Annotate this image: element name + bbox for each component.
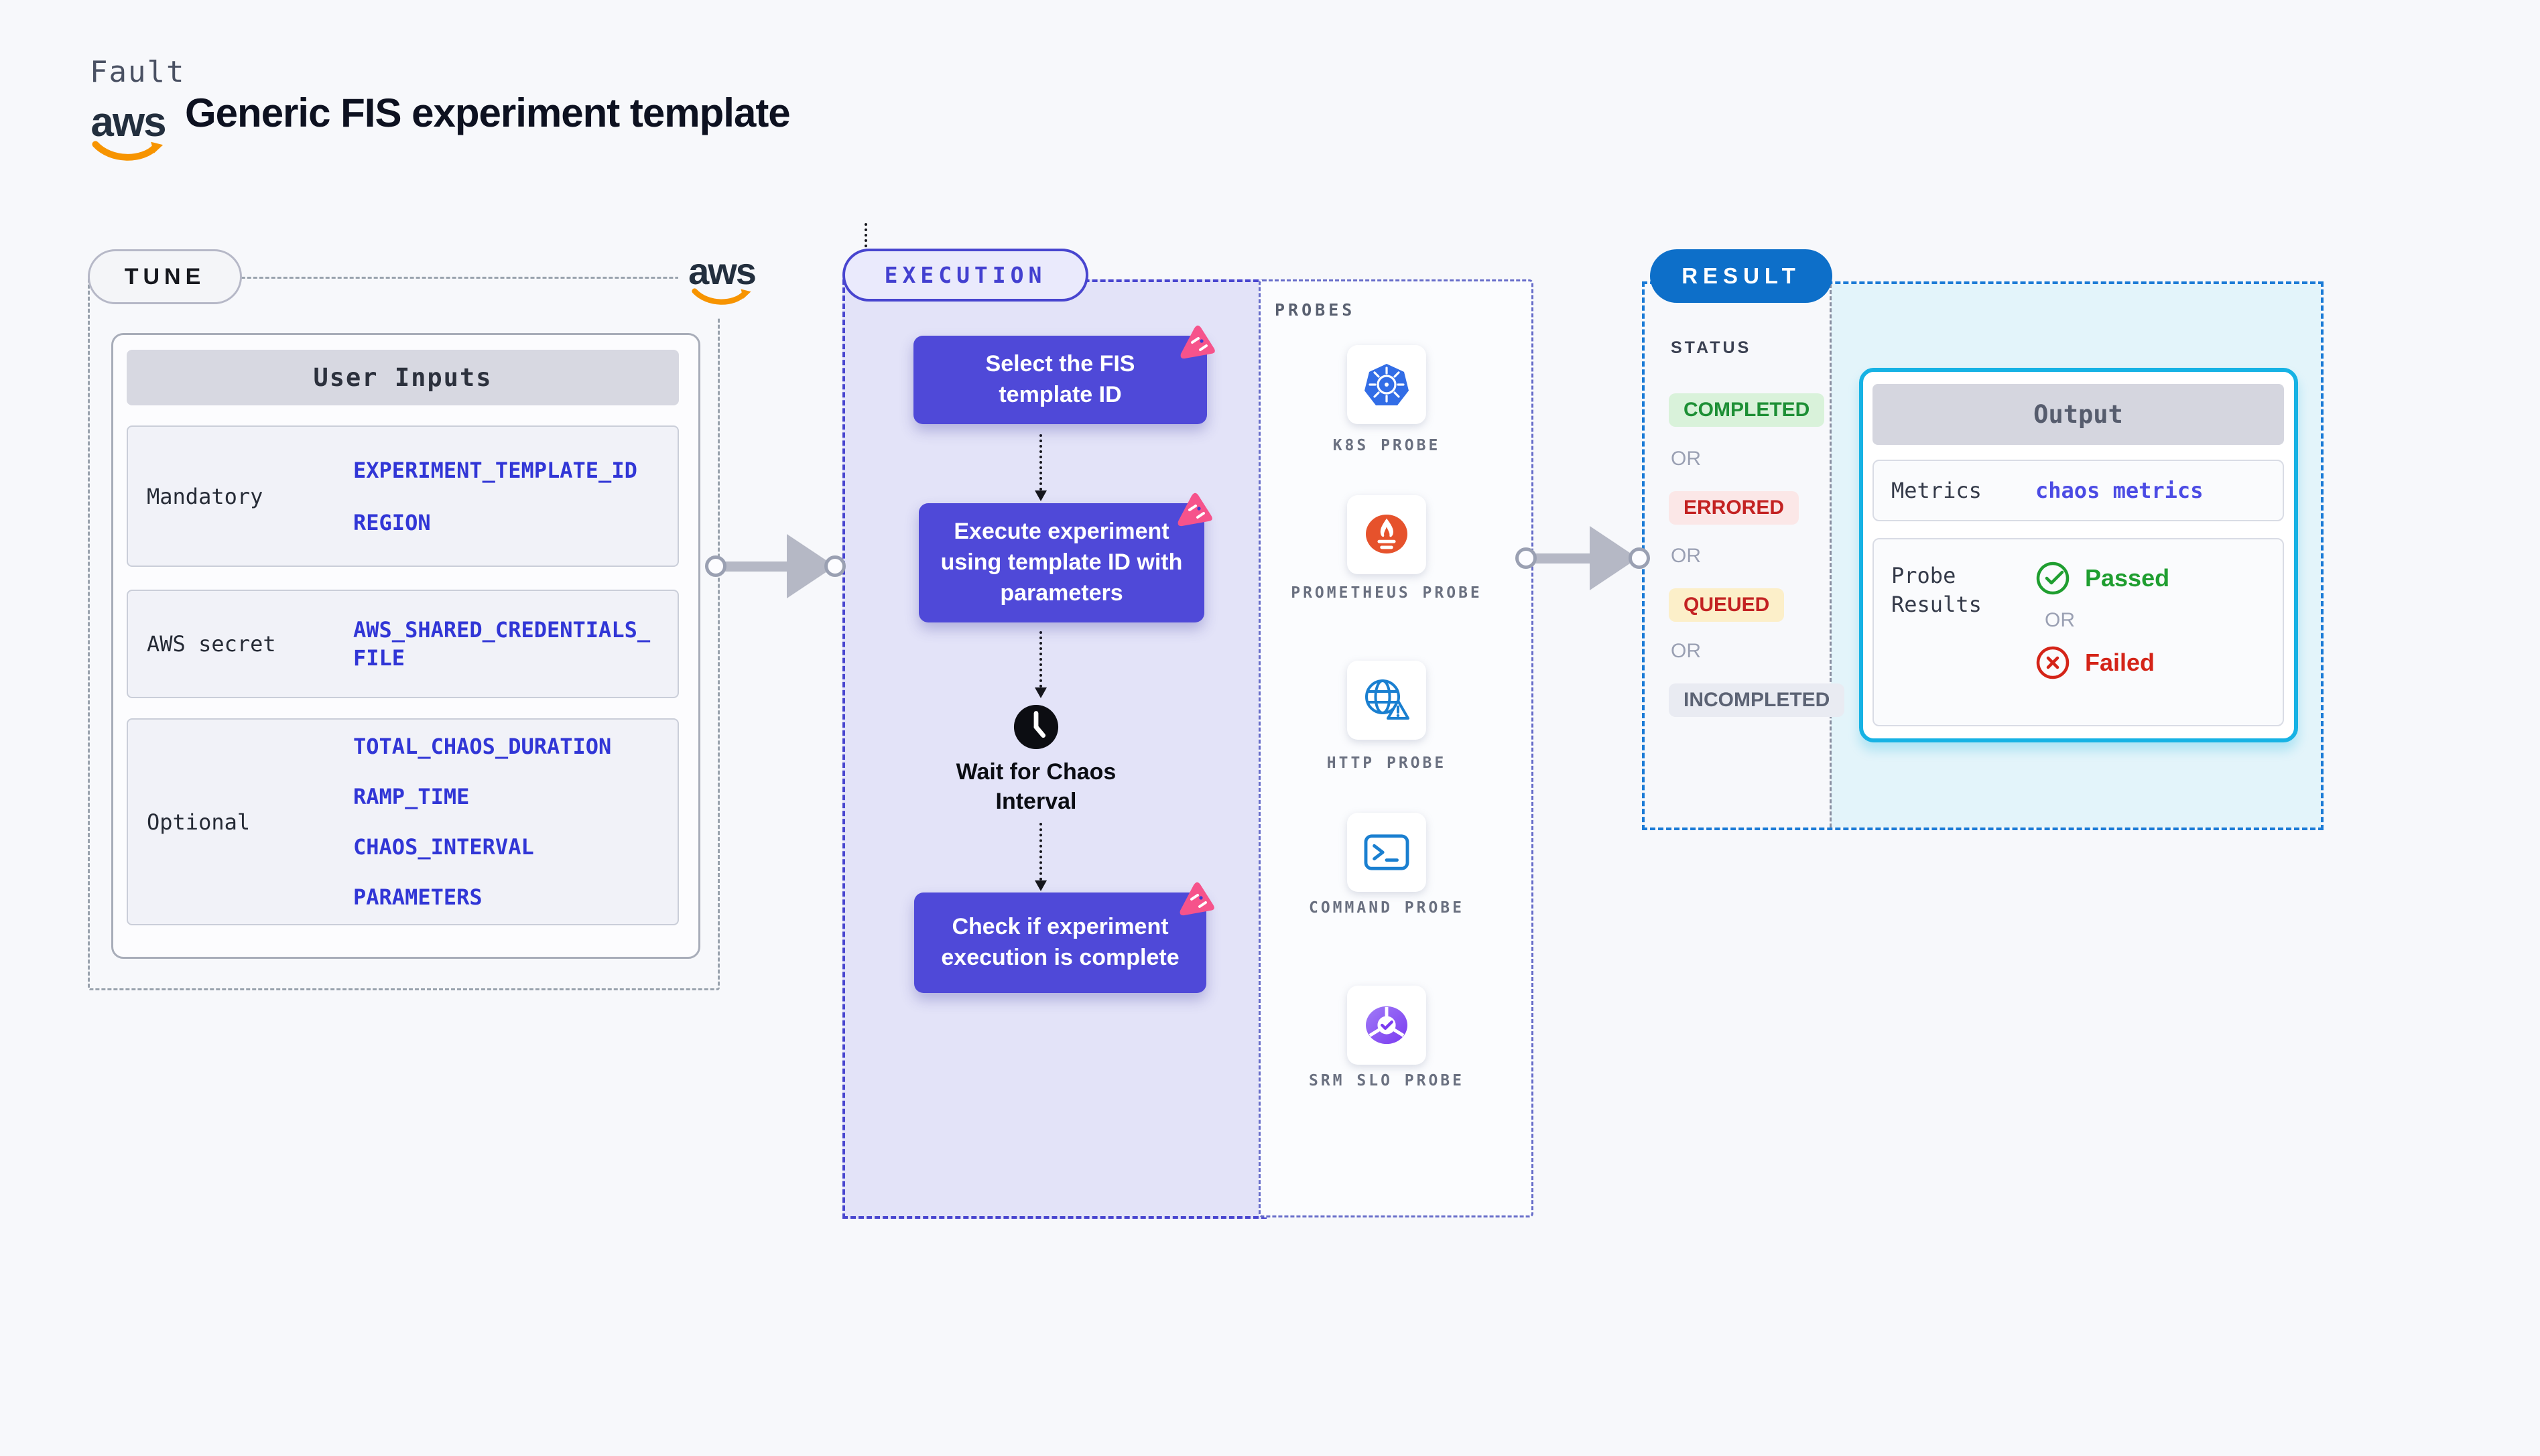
srm-slo-icon	[1366, 1006, 1407, 1045]
probes-title: PROBES	[1275, 300, 1356, 320]
input-variable: CHAOS_INTERVAL	[353, 834, 534, 860]
result-badge: RESULT	[1650, 249, 1832, 303]
metrics-label: Metrics	[1891, 477, 1982, 503]
user-inputs-row-aws-secret: AWS secret AWS_SHARED_CREDENTIALS_FILE	[127, 590, 679, 698]
or-label: OR	[1671, 545, 1701, 567]
row-label: AWS secret	[147, 631, 276, 657]
probe-card-k8s	[1347, 345, 1426, 424]
chaos-fault-icon	[1180, 882, 1214, 916]
command-icon	[1364, 834, 1409, 870]
aws-logo-tune: aws	[678, 243, 765, 318]
page-title: Generic FIS experiment template	[185, 90, 791, 135]
input-variable: REGION	[353, 509, 431, 535]
wait-step-label: Wait for Chaos Interval	[956, 759, 1117, 815]
passed-label: Passed	[2085, 564, 2170, 592]
flow-connector	[1035, 823, 1047, 891]
prometheus-icon	[1366, 514, 1407, 554]
aws-logo: aws	[88, 102, 168, 165]
aws-logo-text: aws	[688, 249, 757, 292]
row-label: Optional	[147, 809, 251, 835]
step-label: Select the FIS template ID	[985, 351, 1135, 407]
flow-connector	[1035, 631, 1047, 698]
probe-label: COMMAND PROBE	[1308, 899, 1464, 917]
http-icon	[1365, 679, 1409, 720]
flow-connector	[1035, 434, 1047, 501]
or-label: OR	[1671, 448, 1701, 470]
status-badge-completed: COMPLETED	[1669, 393, 1825, 427]
probe-label: PROMETHEUS PROBE	[1291, 584, 1482, 602]
row-label: Mandatory	[147, 483, 263, 509]
result-divider	[1830, 284, 1832, 828]
status-title: STATUS	[1671, 338, 1752, 357]
metrics-value: chaos metrics	[2035, 478, 2204, 503]
probe-card-srm-slo	[1347, 986, 1426, 1065]
user-inputs-row-optional: Optional TOTAL_CHAOS_DURATION RAMP_TIME …	[127, 718, 679, 925]
probe-card-http	[1347, 661, 1426, 740]
status-badge-errored: ERRORED	[1669, 491, 1799, 525]
brand-label: Fault	[90, 55, 186, 89]
probe-label: K8S PROBE	[1332, 437, 1441, 454]
status-badge-queued: QUEUED	[1669, 588, 1785, 622]
failed-label: Failed	[2085, 649, 2155, 676]
input-variable: TOTAL_CHAOS_DURATION	[353, 734, 612, 759]
input-variable: PARAMETERS	[353, 884, 483, 910]
aws-smile-icon	[92, 141, 164, 161]
input-variable: EXPERIMENT_TEMPLATE_ID	[353, 457, 637, 483]
input-variable: RAMP_TIME	[353, 784, 470, 809]
tune-badge: TUNE	[88, 249, 242, 304]
chaos-fault-icon	[1178, 492, 1212, 527]
tune-section	[88, 277, 720, 990]
aws-logo-text: aws	[90, 99, 166, 145]
input-variable: AWS_SHARED_CREDENTIALS_FILE	[353, 617, 651, 671]
execution-section	[842, 279, 1267, 1219]
probe-card-command	[1347, 813, 1426, 892]
step-execute-experiment: Execute experiment using template ID wit…	[919, 492, 1212, 622]
probe-card-prometheus	[1347, 495, 1426, 574]
step-select-template: Select the FIS template ID	[913, 325, 1215, 424]
status-badge-incompleted: INCOMPLETED	[1669, 683, 1845, 717]
clock-icon	[1013, 704, 1059, 750]
probe-results-label: Probe Results	[1891, 563, 1982, 617]
step-label: Execute experiment using template ID wit…	[940, 519, 1183, 606]
step-label: Check if experiment execution is complet…	[941, 914, 1180, 970]
user-inputs-row-mandatory: Mandatory EXPERIMENT_TEMPLATE_ID REGION	[127, 425, 679, 567]
passed-check-icon	[2036, 561, 2070, 595]
chaos-fault-icon	[1180, 325, 1215, 359]
execution-badge: EXECUTION	[842, 249, 1088, 302]
failed-x-icon	[2036, 646, 2070, 679]
execution-top-connector	[865, 223, 867, 247]
aws-smile-icon	[692, 287, 751, 305]
or-label: OR	[1671, 640, 1701, 662]
probe-label: HTTP PROBE	[1326, 754, 1447, 772]
probe-label: SRM SLO PROBE	[1308, 1072, 1464, 1089]
output-row-probe-results: Probe Results Passed OR Failed	[1872, 538, 2284, 726]
output-header: Output	[1872, 384, 2284, 445]
or-label: OR	[2045, 609, 2075, 631]
step-check-complete: Check if experiment execution is complet…	[914, 882, 1214, 993]
kubernetes-icon	[1364, 364, 1409, 405]
output-row-metrics: Metrics chaos metrics	[1872, 460, 2284, 521]
user-inputs-header: User Inputs	[127, 350, 679, 405]
